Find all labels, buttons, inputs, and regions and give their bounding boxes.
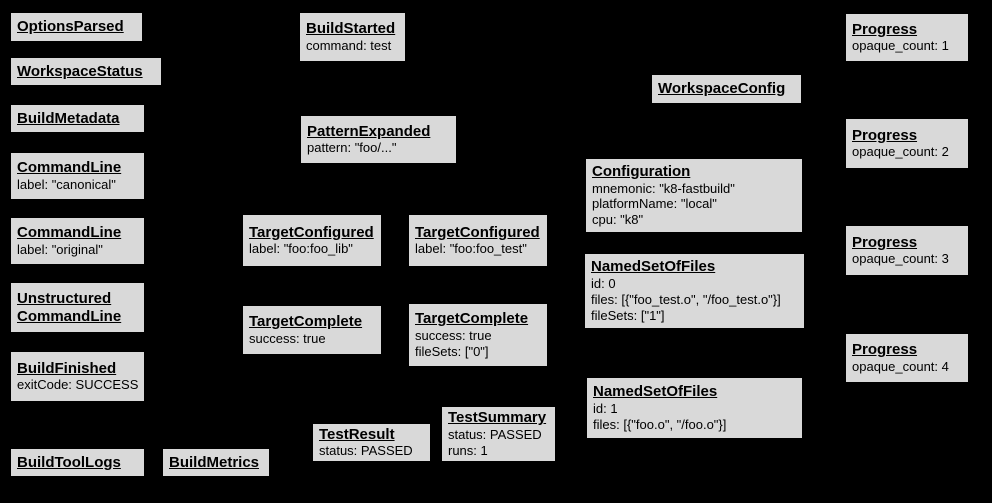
node-build-tool-logs: BuildToolLogs <box>10 448 145 477</box>
node-detail: id: 1 <box>593 400 618 416</box>
node-detail: opaque_count: 4 <box>852 358 949 374</box>
node-title: TargetComplete <box>249 313 363 331</box>
node-progress-1: Progress opaque_count: 1 <box>845 13 969 62</box>
node-detail: opaque_count: 1 <box>852 38 949 54</box>
node-detail: label: "foo:foo_test" <box>415 241 527 257</box>
node-title: NamedSetOfFiles <box>591 258 716 276</box>
node-title: TargetConfigured <box>415 223 540 241</box>
node-detail: platformName: "local" <box>592 196 717 212</box>
node-named-set-of-files-0: NamedSetOfFiles id: 0 files: [{"foo_test… <box>584 253 805 329</box>
node-detail: command: test <box>306 37 392 53</box>
node-title: TargetComplete <box>415 310 529 328</box>
node-title: Unstructured CommandLine <box>17 289 122 325</box>
node-command-line-original: CommandLine label: "original" <box>10 217 145 265</box>
node-title: TargetConfigured <box>249 223 374 241</box>
node-detail: status: PASSED <box>319 443 413 459</box>
node-title: Progress <box>852 20 918 38</box>
node-build-metadata: BuildMetadata <box>10 104 145 133</box>
node-detail: id: 0 <box>591 276 616 292</box>
node-target-complete-foo-lib: TargetComplete success: true <box>242 305 382 355</box>
node-title: WorkspaceConfig <box>658 80 786 98</box>
node-title: TestResult <box>319 425 395 443</box>
node-test-result: TestResult status: PASSED <box>312 423 431 462</box>
node-workspace-config: WorkspaceConfig <box>651 74 802 104</box>
node-detail: label: "original" <box>17 241 103 257</box>
node-build-finished: BuildFinished exitCode: SUCCESS <box>10 351 145 402</box>
node-configuration: Configuration mnemonic: "k8-fastbuild" p… <box>585 158 803 233</box>
node-title: CommandLine <box>17 159 122 177</box>
node-options-parsed: OptionsParsed <box>10 12 143 42</box>
node-title: BuildStarted <box>306 20 396 38</box>
node-detail: pattern: "foo/..." <box>307 140 397 156</box>
node-target-configured-foo-lib: TargetConfigured label: "foo:foo_lib" <box>242 214 382 267</box>
node-detail: exitCode: SUCCESS <box>17 377 139 393</box>
node-progress-4: Progress opaque_count: 4 <box>845 333 969 383</box>
node-detail: files: [{"foo.o", "/foo.o"}] <box>593 416 727 432</box>
node-target-complete-foo-test: TargetComplete success: true fileSets: [… <box>408 303 548 367</box>
node-named-set-of-files-1: NamedSetOfFiles id: 1 files: [{"foo.o", … <box>586 377 803 439</box>
node-title: BuildFinished <box>17 359 117 377</box>
node-title: Progress <box>852 126 918 144</box>
node-command-line-canonical: CommandLine label: "canonical" <box>10 152 145 200</box>
node-title: TestSummary <box>448 409 547 427</box>
node-build-started: BuildStarted command: test <box>299 12 406 62</box>
node-detail: fileSets: ["0"] <box>415 343 489 359</box>
node-title: BuildMetrics <box>169 453 260 471</box>
node-progress-3: Progress opaque_count: 3 <box>845 225 969 276</box>
node-title: CommandLine <box>17 224 122 242</box>
node-detail: label: "canonical" <box>17 176 116 192</box>
node-title: PatternExpanded <box>307 122 431 140</box>
node-target-configured-foo-test: TargetConfigured label: "foo:foo_test" <box>408 214 548 267</box>
node-title: BuildMetadata <box>17 109 120 127</box>
node-detail: runs: 1 <box>448 442 488 458</box>
node-detail: opaque_count: 2 <box>852 144 949 160</box>
node-title: WorkspaceStatus <box>17 62 143 80</box>
node-test-summary: TestSummary status: PASSED runs: 1 <box>441 406 556 462</box>
node-progress-2: Progress opaque_count: 2 <box>845 118 969 169</box>
node-pattern-expanded: PatternExpanded pattern: "foo/..." <box>300 115 457 164</box>
node-detail: files: [{"foo_test.o", "/foo_test.o"}] <box>591 291 781 307</box>
node-title: BuildToolLogs <box>17 453 121 471</box>
node-unstructured-command-line: Unstructured CommandLine <box>10 282 145 333</box>
node-workspace-status: WorkspaceStatus <box>10 57 162 86</box>
node-detail: success: true <box>249 330 326 346</box>
node-title: Progress <box>852 233 918 251</box>
node-title: Progress <box>852 341 918 359</box>
node-build-metrics: BuildMetrics <box>162 448 270 477</box>
node-title: Configuration <box>592 162 691 180</box>
node-title: OptionsParsed <box>17 18 124 36</box>
node-detail: cpu: "k8" <box>592 212 644 228</box>
node-detail: label: "foo:foo_lib" <box>249 241 353 257</box>
node-detail: opaque_count: 3 <box>852 251 949 267</box>
node-detail: mnemonic: "k8-fastbuild" <box>592 180 735 196</box>
node-title: NamedSetOfFiles <box>593 383 718 401</box>
node-detail: fileSets: ["1"] <box>591 307 665 323</box>
node-detail: status: PASSED <box>448 426 542 442</box>
node-detail: success: true <box>415 327 492 343</box>
